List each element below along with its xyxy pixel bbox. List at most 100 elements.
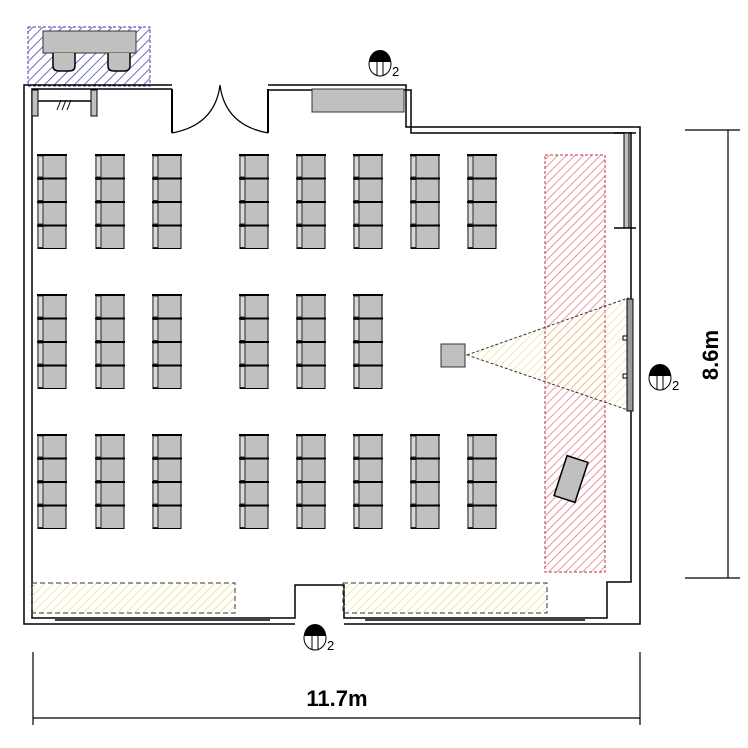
chair [37, 154, 67, 179]
chair [353, 294, 383, 319]
chair [37, 317, 67, 342]
chair [37, 504, 67, 529]
chair [467, 434, 497, 459]
chair [95, 294, 125, 319]
chair [152, 457, 182, 482]
chair [152, 177, 182, 202]
chair [296, 364, 326, 389]
chair [410, 154, 440, 179]
chair [296, 224, 326, 249]
chair [296, 294, 326, 319]
counter [311, 88, 405, 113]
chair [239, 434, 269, 459]
chair [353, 177, 383, 202]
chair [37, 294, 67, 319]
chair [152, 481, 182, 506]
chair [410, 177, 440, 202]
chair [37, 481, 67, 506]
chair [152, 504, 182, 529]
chair [239, 294, 269, 319]
chair [95, 224, 125, 249]
chair [152, 364, 182, 389]
chair [95, 341, 125, 366]
outlet-right: 2 [648, 364, 679, 393]
chair [353, 317, 383, 342]
depth-label: 8.6m [698, 330, 723, 380]
chair [152, 294, 182, 319]
chair [239, 504, 269, 529]
chair [467, 177, 497, 202]
chair [95, 434, 125, 459]
chair [353, 481, 383, 506]
chair [37, 341, 67, 366]
chair [239, 177, 269, 202]
seating [37, 154, 497, 529]
wall-fixture [31, 89, 98, 117]
outlet-label: 2 [327, 638, 334, 653]
chair [37, 177, 67, 202]
chair [410, 224, 440, 249]
chair [296, 481, 326, 506]
chair [239, 224, 269, 249]
chair [296, 177, 326, 202]
chair [296, 457, 326, 482]
chair [353, 154, 383, 179]
chair [239, 341, 269, 366]
chair [95, 457, 125, 482]
chair [239, 317, 269, 342]
chair [467, 457, 497, 482]
chair [296, 341, 326, 366]
chair [467, 481, 497, 506]
chair [353, 201, 383, 226]
chair [353, 434, 383, 459]
chair [239, 457, 269, 482]
chair [296, 317, 326, 342]
bottom-area-right [342, 582, 548, 614]
chair [239, 154, 269, 179]
chair [296, 154, 326, 179]
chair [353, 341, 383, 366]
lectern [553, 454, 589, 504]
projection-screen [622, 298, 634, 412]
chair [37, 457, 67, 482]
chair [152, 317, 182, 342]
chair [95, 504, 125, 529]
chair [296, 434, 326, 459]
chair [152, 154, 182, 179]
walls [23, 84, 641, 625]
chair [410, 457, 440, 482]
bottom-area-left [31, 582, 236, 614]
chair [95, 364, 125, 389]
double-door [171, 84, 269, 134]
chair [410, 434, 440, 459]
chair [152, 224, 182, 249]
chair [410, 201, 440, 226]
chair [410, 504, 440, 529]
chair [467, 201, 497, 226]
chair [239, 481, 269, 506]
chair [296, 504, 326, 529]
width-label: 11.7m [306, 686, 367, 711]
chair [353, 224, 383, 249]
chair [95, 201, 125, 226]
chair [95, 154, 125, 179]
outlet-bottom: 2 [303, 624, 334, 653]
projector [440, 343, 466, 368]
chair [467, 504, 497, 529]
chair [353, 364, 383, 389]
storage-area [27, 26, 151, 87]
chair [95, 481, 125, 506]
chair [239, 364, 269, 389]
width-dimension [32, 652, 641, 725]
chair [353, 504, 383, 529]
outlet-top: 2 [368, 50, 399, 79]
chair [353, 457, 383, 482]
outlet-label: 2 [672, 378, 679, 393]
chair [152, 434, 182, 459]
chair [95, 177, 125, 202]
chair [37, 224, 67, 249]
right-wall-cabinet [614, 132, 636, 229]
chair [467, 154, 497, 179]
chair [410, 481, 440, 506]
chair [296, 201, 326, 226]
